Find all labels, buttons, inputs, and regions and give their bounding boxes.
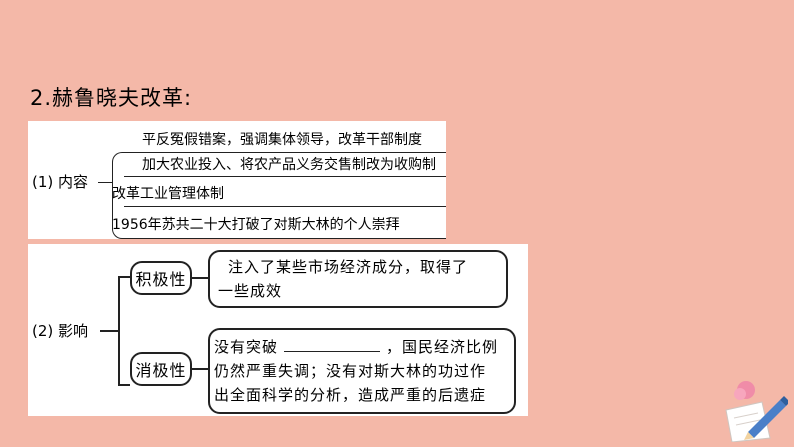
positive-box: 积极性: [130, 261, 192, 295]
positive-text-line: 注入了某些市场经济成分，取得了: [228, 258, 469, 276]
content-bracket: [112, 152, 134, 239]
positive-text-box: 注入了某些市场经济成分，取得了 一些成效: [208, 250, 508, 308]
pencil-paper-icon: [725, 381, 788, 442]
content-panel: (1) 内容 平反冤假错案，强调集体领导，改革干部制度 加大农业投入、将农产品义…: [28, 121, 446, 239]
impact-panel: (2) 影响 积极性 注入了某些市场经济成分，取得了 一些成效 消极性 没有突破…: [28, 244, 528, 416]
content-item: 1956年苏共二十大打破了对斯大林的个人崇拜: [112, 217, 400, 233]
content-divider: [124, 206, 446, 207]
content-divider: [124, 238, 446, 239]
impact-trunk: [118, 276, 120, 386]
negative-text-before: 没有突破: [214, 338, 279, 356]
impact-branch: [118, 384, 130, 386]
content-item: 改革工业管理体制: [112, 186, 224, 202]
negative-text-box: 没有突破 ，国民经济比例 仍然严重失调；没有对斯大林的功过作 出全面科学的分析，造…: [208, 328, 516, 414]
negative-connector: [192, 368, 208, 370]
section-heading: 2.赫鲁晓夫改革:: [30, 86, 193, 110]
fill-in-blank[interactable]: [284, 337, 381, 352]
positive-text-line: 一些成效: [218, 282, 283, 300]
negative-text-line: 出全面科学的分析，造成严重的后遗症: [214, 386, 487, 404]
content-divider: [124, 176, 446, 177]
content-connector: [98, 182, 112, 183]
impact-label: (2) 影响: [32, 322, 89, 340]
negative-text-after: ，国民经济比例: [386, 338, 499, 356]
impact-connector: [100, 330, 118, 332]
negative-text-line: 没有突破 ，国民经济比例: [214, 336, 498, 359]
content-label: (1) 内容: [32, 173, 89, 191]
negative-box: 消极性: [130, 352, 192, 386]
content-item: 平反冤假错案，强调集体领导，改革干部制度: [142, 132, 422, 148]
negative-text-line: 仍然严重失调；没有对斯大林的功过作: [214, 362, 487, 380]
positive-connector: [192, 277, 208, 279]
content-item: 加大农业投入、将农产品义务交售制改为收购制: [142, 157, 436, 173]
impact-branch: [118, 276, 130, 278]
content-divider: [124, 152, 446, 153]
